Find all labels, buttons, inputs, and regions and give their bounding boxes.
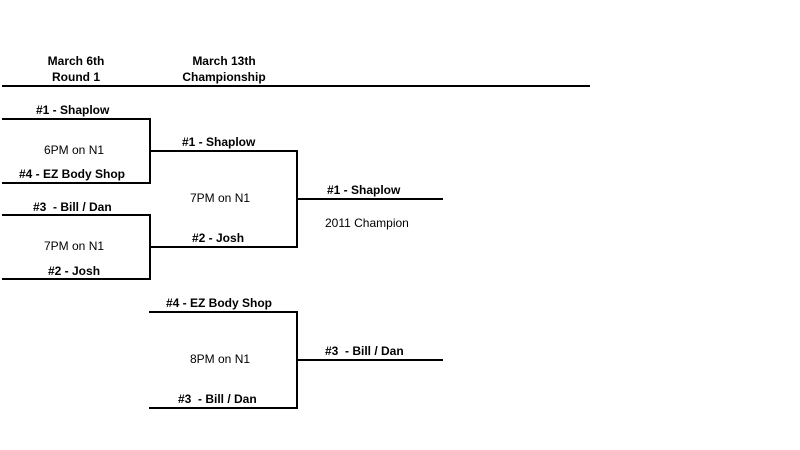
r1-game1-bottom-line bbox=[2, 182, 150, 184]
consolation-winner-line bbox=[296, 359, 443, 361]
r1-game1-bottom-team: #4 - EZ Body Shop bbox=[19, 167, 126, 181]
round-2-date: March 13th bbox=[192, 54, 256, 68]
r1-game2-time: 7PM on N1 bbox=[44, 239, 105, 253]
champion-team: #1 - Shaplow bbox=[327, 183, 401, 197]
champ-time: 7PM on N1 bbox=[190, 191, 251, 205]
champion-line bbox=[296, 198, 443, 200]
round-2-header: March 13th Championship bbox=[170, 53, 278, 85]
consolation-bottom-line bbox=[149, 407, 297, 409]
r1-game1-top-line bbox=[2, 118, 150, 120]
round-1-date: March 6th bbox=[47, 54, 105, 68]
round-2-name: Championship bbox=[182, 70, 266, 84]
r1-game2-top-team: #3 - Bill / Dan bbox=[33, 200, 112, 214]
round-1-name: Round 1 bbox=[52, 70, 100, 84]
r1-game2-bottom-line bbox=[2, 278, 150, 280]
champ-top-team: #1 - Shaplow bbox=[182, 135, 256, 149]
r1-game1-time: 6PM on N1 bbox=[44, 143, 105, 157]
consolation-bottom-team: #3 - Bill / Dan bbox=[178, 392, 257, 406]
consolation-top-team: #4 - EZ Body Shop bbox=[166, 296, 273, 310]
consolation-top-line bbox=[149, 311, 297, 313]
consolation-winner-team: #3 - Bill / Dan bbox=[325, 344, 404, 358]
r1-game2-bottom-team: #2 - Josh bbox=[48, 264, 101, 278]
champ-bottom-line bbox=[149, 246, 297, 248]
champ-top-line bbox=[149, 150, 297, 152]
champion-caption: 2011 Champion bbox=[325, 216, 409, 230]
consolation-time: 8PM on N1 bbox=[190, 352, 251, 366]
r1-game2-top-line bbox=[2, 214, 150, 216]
champ-bottom-team: #2 - Josh bbox=[192, 231, 245, 245]
r1-game1-top-team: #1 - Shaplow bbox=[36, 103, 110, 117]
round-1-header: March 6th Round 1 bbox=[28, 53, 124, 85]
header-divider bbox=[2, 85, 590, 87]
